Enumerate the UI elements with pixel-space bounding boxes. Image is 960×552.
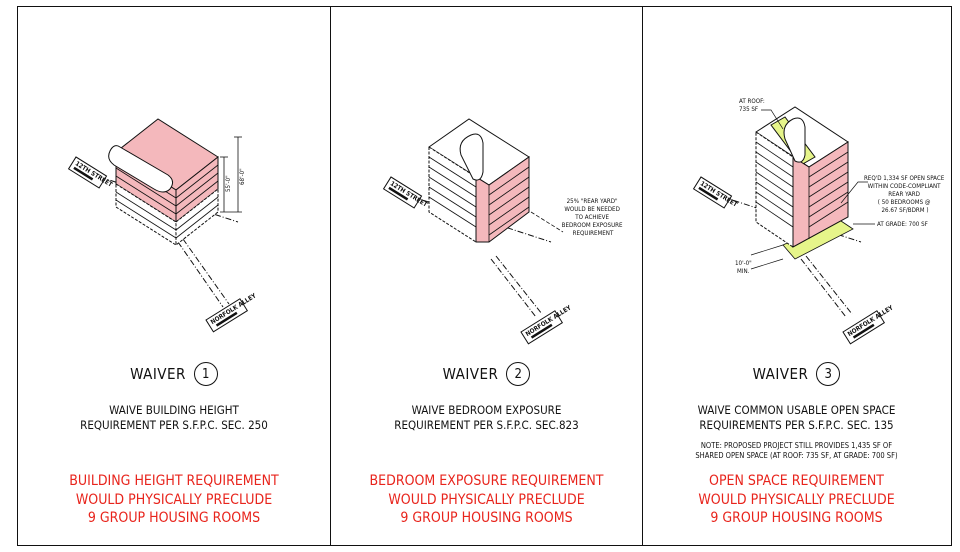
panel-waiver-3: AT ROOF: 735 SF REQ'D 1,334 SF OPEN SPAC…	[643, 7, 950, 545]
roof-callout: AT ROOF: 735 SF	[739, 98, 767, 113]
open-space-requirement-callout: REQ'D 1,334 SF OPEN SPACE WITHIN CODE-CO…	[864, 175, 946, 214]
alley-label: NORFOLK ALLEY	[525, 304, 574, 338]
note-line: SHARED OPEN SPACE (AT ROOF: 735 SF, AT G…	[695, 451, 898, 460]
waiver-label: WAIVER	[442, 365, 499, 383]
waiver-consequence: OPEN SPACE REQUIREMENT WOULD PHYSICALLY …	[643, 472, 950, 528]
consequence-line: 9 GROUP HOUSING ROOMS	[710, 510, 883, 526]
dimension-68: 68'-0"	[239, 168, 246, 185]
building-diagram-1: 55'-0" 68'-0" 12TH STREET NORFOLK ALLEY	[67, 118, 259, 333]
alley-label: NORFOLK ALLEY	[847, 304, 896, 338]
waiver-number-badge: 2	[506, 362, 531, 386]
waiver-description: WAIVE BUILDING HEIGHT REQUIREMENT PER S.…	[18, 403, 330, 433]
consequence-line: WOULD PHYSICALLY PRECLUDE	[698, 491, 895, 508]
consequence-line: OPEN SPACE REQUIREMENT	[709, 473, 884, 489]
rear-yard-callout: 25% "REAR YARD" WOULD BE NEEDED TO ACHIE…	[562, 198, 625, 237]
description-line: REQUIREMENTS PER S.F.P.C. SEC. 135	[699, 418, 894, 432]
description-line: REQUIREMENT PER S.F.P.C. SEC. 250	[80, 418, 268, 432]
waiver-number-badge: 1	[193, 362, 218, 386]
waiver-title: WAIVER 3	[643, 362, 950, 386]
waiver-consequence: BEDROOM EXPOSURE REQUIREMENT WOULD PHYSI…	[331, 472, 642, 528]
waiver-label: WAIVER	[752, 365, 809, 383]
consequence-line: WOULD PHYSICALLY PRECLUDE	[388, 491, 585, 508]
consequence-line: BUILDING HEIGHT REQUIREMENT	[69, 473, 279, 489]
consequence-line: BEDROOM EXPOSURE REQUIREMENT	[369, 473, 604, 489]
consequence-line: 9 GROUP HOUSING ROOMS	[87, 510, 261, 526]
waiver-note: NOTE: PROPOSED PROJECT STILL PROVIDES 1,…	[643, 441, 950, 461]
dimension-55: 55'-0"	[225, 175, 232, 192]
description-line: WAIVE BUILDING HEIGHT	[109, 403, 239, 417]
waiver-description: WAIVE BEDROOM EXPOSURE REQUIREMENT PER S…	[331, 403, 642, 433]
sheet: 55'-0" 68'-0" 12TH STREET NORFOLK ALLEY …	[17, 6, 952, 546]
alley-label: NORFOLK ALLEY	[210, 292, 259, 326]
panel-waiver-2: 12TH STREET NORFOLK ALLEY 25% "REAR YARD…	[331, 7, 643, 545]
waiver-title: WAIVER 2	[331, 362, 642, 386]
consequence-line: WOULD PHYSICALLY PRECLUDE	[75, 491, 273, 508]
building-diagram-2: 12TH STREET NORFOLK ALLEY 25% "REAR YARD…	[382, 118, 625, 345]
waiver-title: WAIVER 1	[18, 362, 330, 386]
description-line: WAIVE BEDROOM EXPOSURE	[411, 403, 562, 417]
waiver-label: WAIVER	[130, 365, 186, 383]
grade-callout: AT GRADE: 700 SF	[877, 221, 928, 228]
building-diagram-3: AT ROOF: 735 SF REQ'D 1,334 SF OPEN SPAC…	[692, 98, 946, 345]
setback-callout: 10'-0" MIN.	[735, 260, 754, 275]
panel-waiver-1: 55'-0" 68'-0" 12TH STREET NORFOLK ALLEY …	[18, 7, 331, 545]
waiver-consequence: BUILDING HEIGHT REQUIREMENT WOULD PHYSIC…	[18, 472, 330, 528]
note-line: NOTE: PROPOSED PROJECT STILL PROVIDES 1,…	[700, 441, 893, 450]
waiver-description: WAIVE COMMON USABLE OPEN SPACE REQUIREME…	[643, 403, 950, 433]
description-line: WAIVE COMMON USABLE OPEN SPACE	[697, 403, 896, 417]
consequence-line: 9 GROUP HOUSING ROOMS	[400, 510, 573, 526]
description-line: REQUIREMENT PER S.F.P.C. SEC.823	[394, 418, 579, 432]
waiver-number-badge: 3	[816, 362, 841, 386]
